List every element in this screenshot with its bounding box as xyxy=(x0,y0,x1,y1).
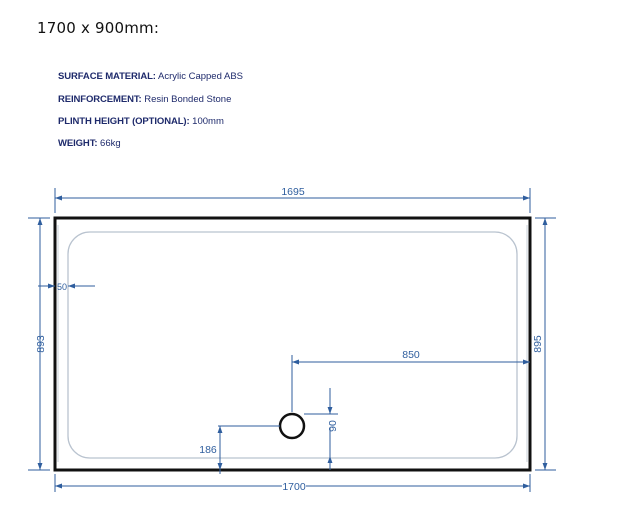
label-waste-850: 850 xyxy=(402,349,420,361)
spec-label: WEIGHT: xyxy=(58,138,98,149)
label-left-height: 893 xyxy=(35,335,47,353)
page-heading: 1700 x 900mm: xyxy=(37,19,160,37)
spec-weight: WEIGHT: 66kg xyxy=(58,138,121,149)
label-top-width: 1695 xyxy=(281,186,305,198)
tray-outline xyxy=(53,216,532,472)
spec-value: Resin Bonded Stone xyxy=(141,94,232,105)
tray-basin xyxy=(67,231,518,459)
spec-plinth-height: PLINTH HEIGHT (OPTIONAL): 100mm xyxy=(58,116,224,127)
label-rim-offset: 50 xyxy=(57,282,67,292)
spec-value: 100mm xyxy=(189,116,224,127)
spec-surface-material: SURFACE MATERIAL: Acrylic Capped ABS xyxy=(58,71,243,82)
label-waste-90: 90 xyxy=(327,420,339,432)
waste-outlet xyxy=(278,412,306,440)
spec-label: PLINTH HEIGHT (OPTIONAL): xyxy=(58,116,190,127)
label-right-height: 895 xyxy=(532,335,544,353)
spec-value: Acrylic Capped ABS xyxy=(155,71,244,82)
label-bottom-width-overlay: 1700 xyxy=(282,481,306,493)
spec-label: SURFACE MATERIAL: xyxy=(58,71,156,82)
spec-value: 66kg xyxy=(97,138,121,149)
spec-reinforcement: REINFORCEMENT: Resin Bonded Stone xyxy=(58,94,231,105)
spec-label: REINFORCEMENT: xyxy=(58,94,142,105)
label-waste-186: 186 xyxy=(199,444,217,456)
